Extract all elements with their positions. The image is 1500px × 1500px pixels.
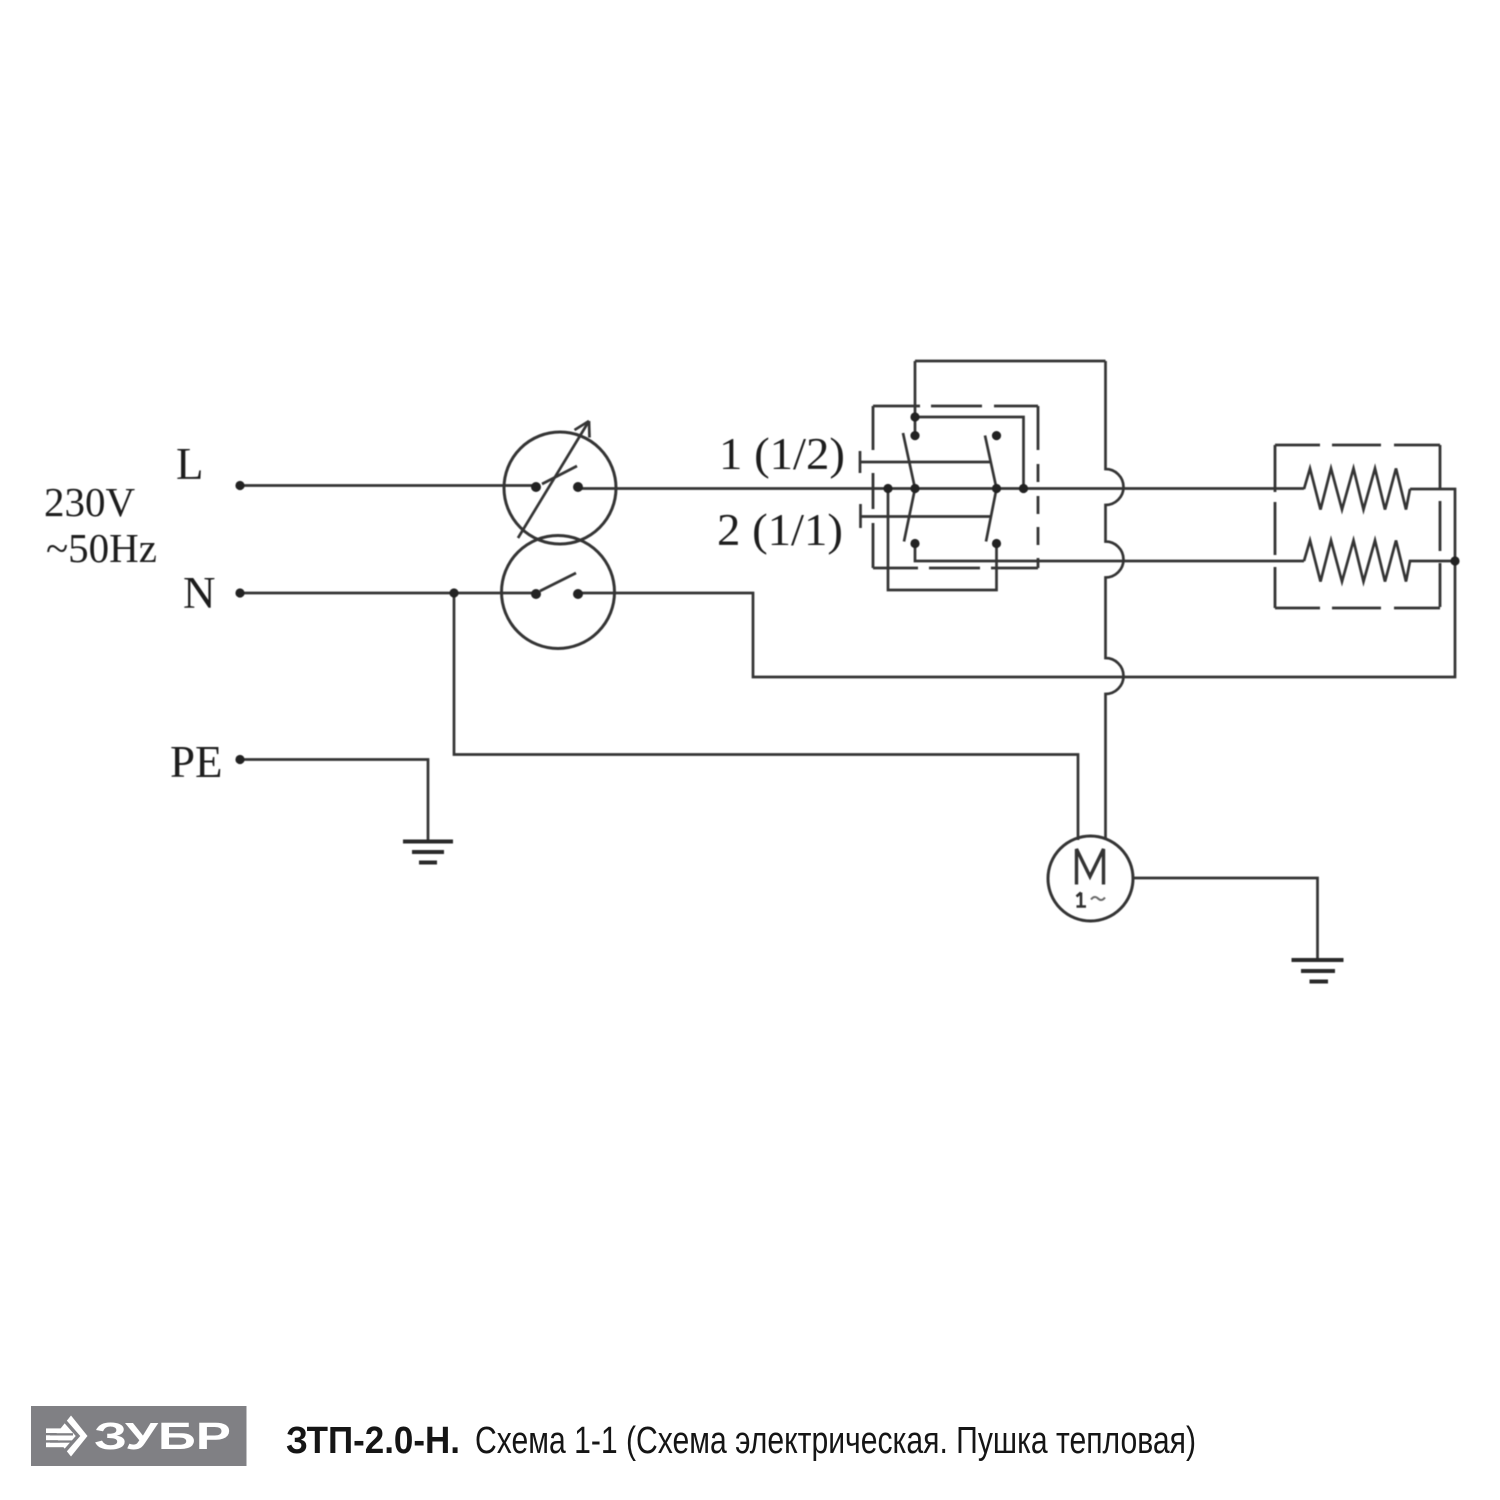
svg-text:ЗТП-2.0-Н.Схема 1-1 (Схема эле: ЗТП-2.0-Н.Схема 1-1 (Схема электрическая… <box>286 1420 1196 1462</box>
svg-text:L: L <box>176 439 204 489</box>
svg-text:~50Hz: ~50Hz <box>46 525 157 571</box>
svg-text:ЗУБР: ЗУБР <box>94 1416 231 1458</box>
svg-text:1 (1/2): 1 (1/2) <box>719 429 845 479</box>
svg-text:N: N <box>183 568 216 618</box>
svg-text:PE: PE <box>170 737 223 787</box>
svg-text:230V: 230V <box>44 479 136 525</box>
svg-text:2 (1/1): 2 (1/1) <box>717 505 843 555</box>
